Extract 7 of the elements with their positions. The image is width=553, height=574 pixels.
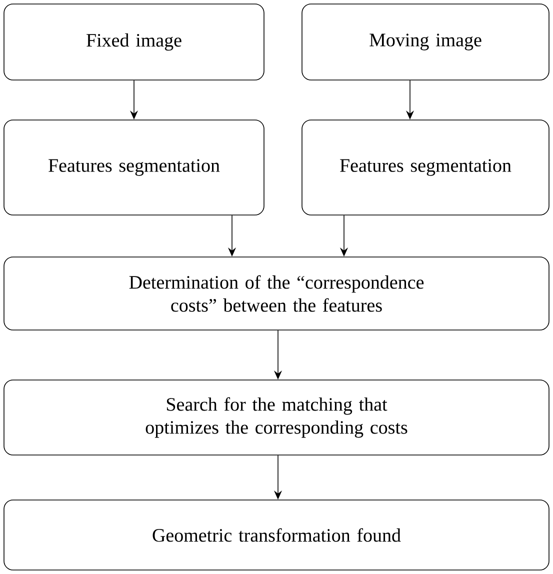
process-box: Search for the matching that optimizes the corresponding costs [4,380,550,456]
process-box: Features segmentation [302,120,550,216]
process-box: Fixed image [4,4,264,80]
process-box: Geometric transformation found [4,500,550,570]
process-box: Moving image [302,4,550,80]
process-box: Features segmentation [4,120,264,216]
process-box: Determination of the “correspondence costs” between the features [4,256,550,330]
